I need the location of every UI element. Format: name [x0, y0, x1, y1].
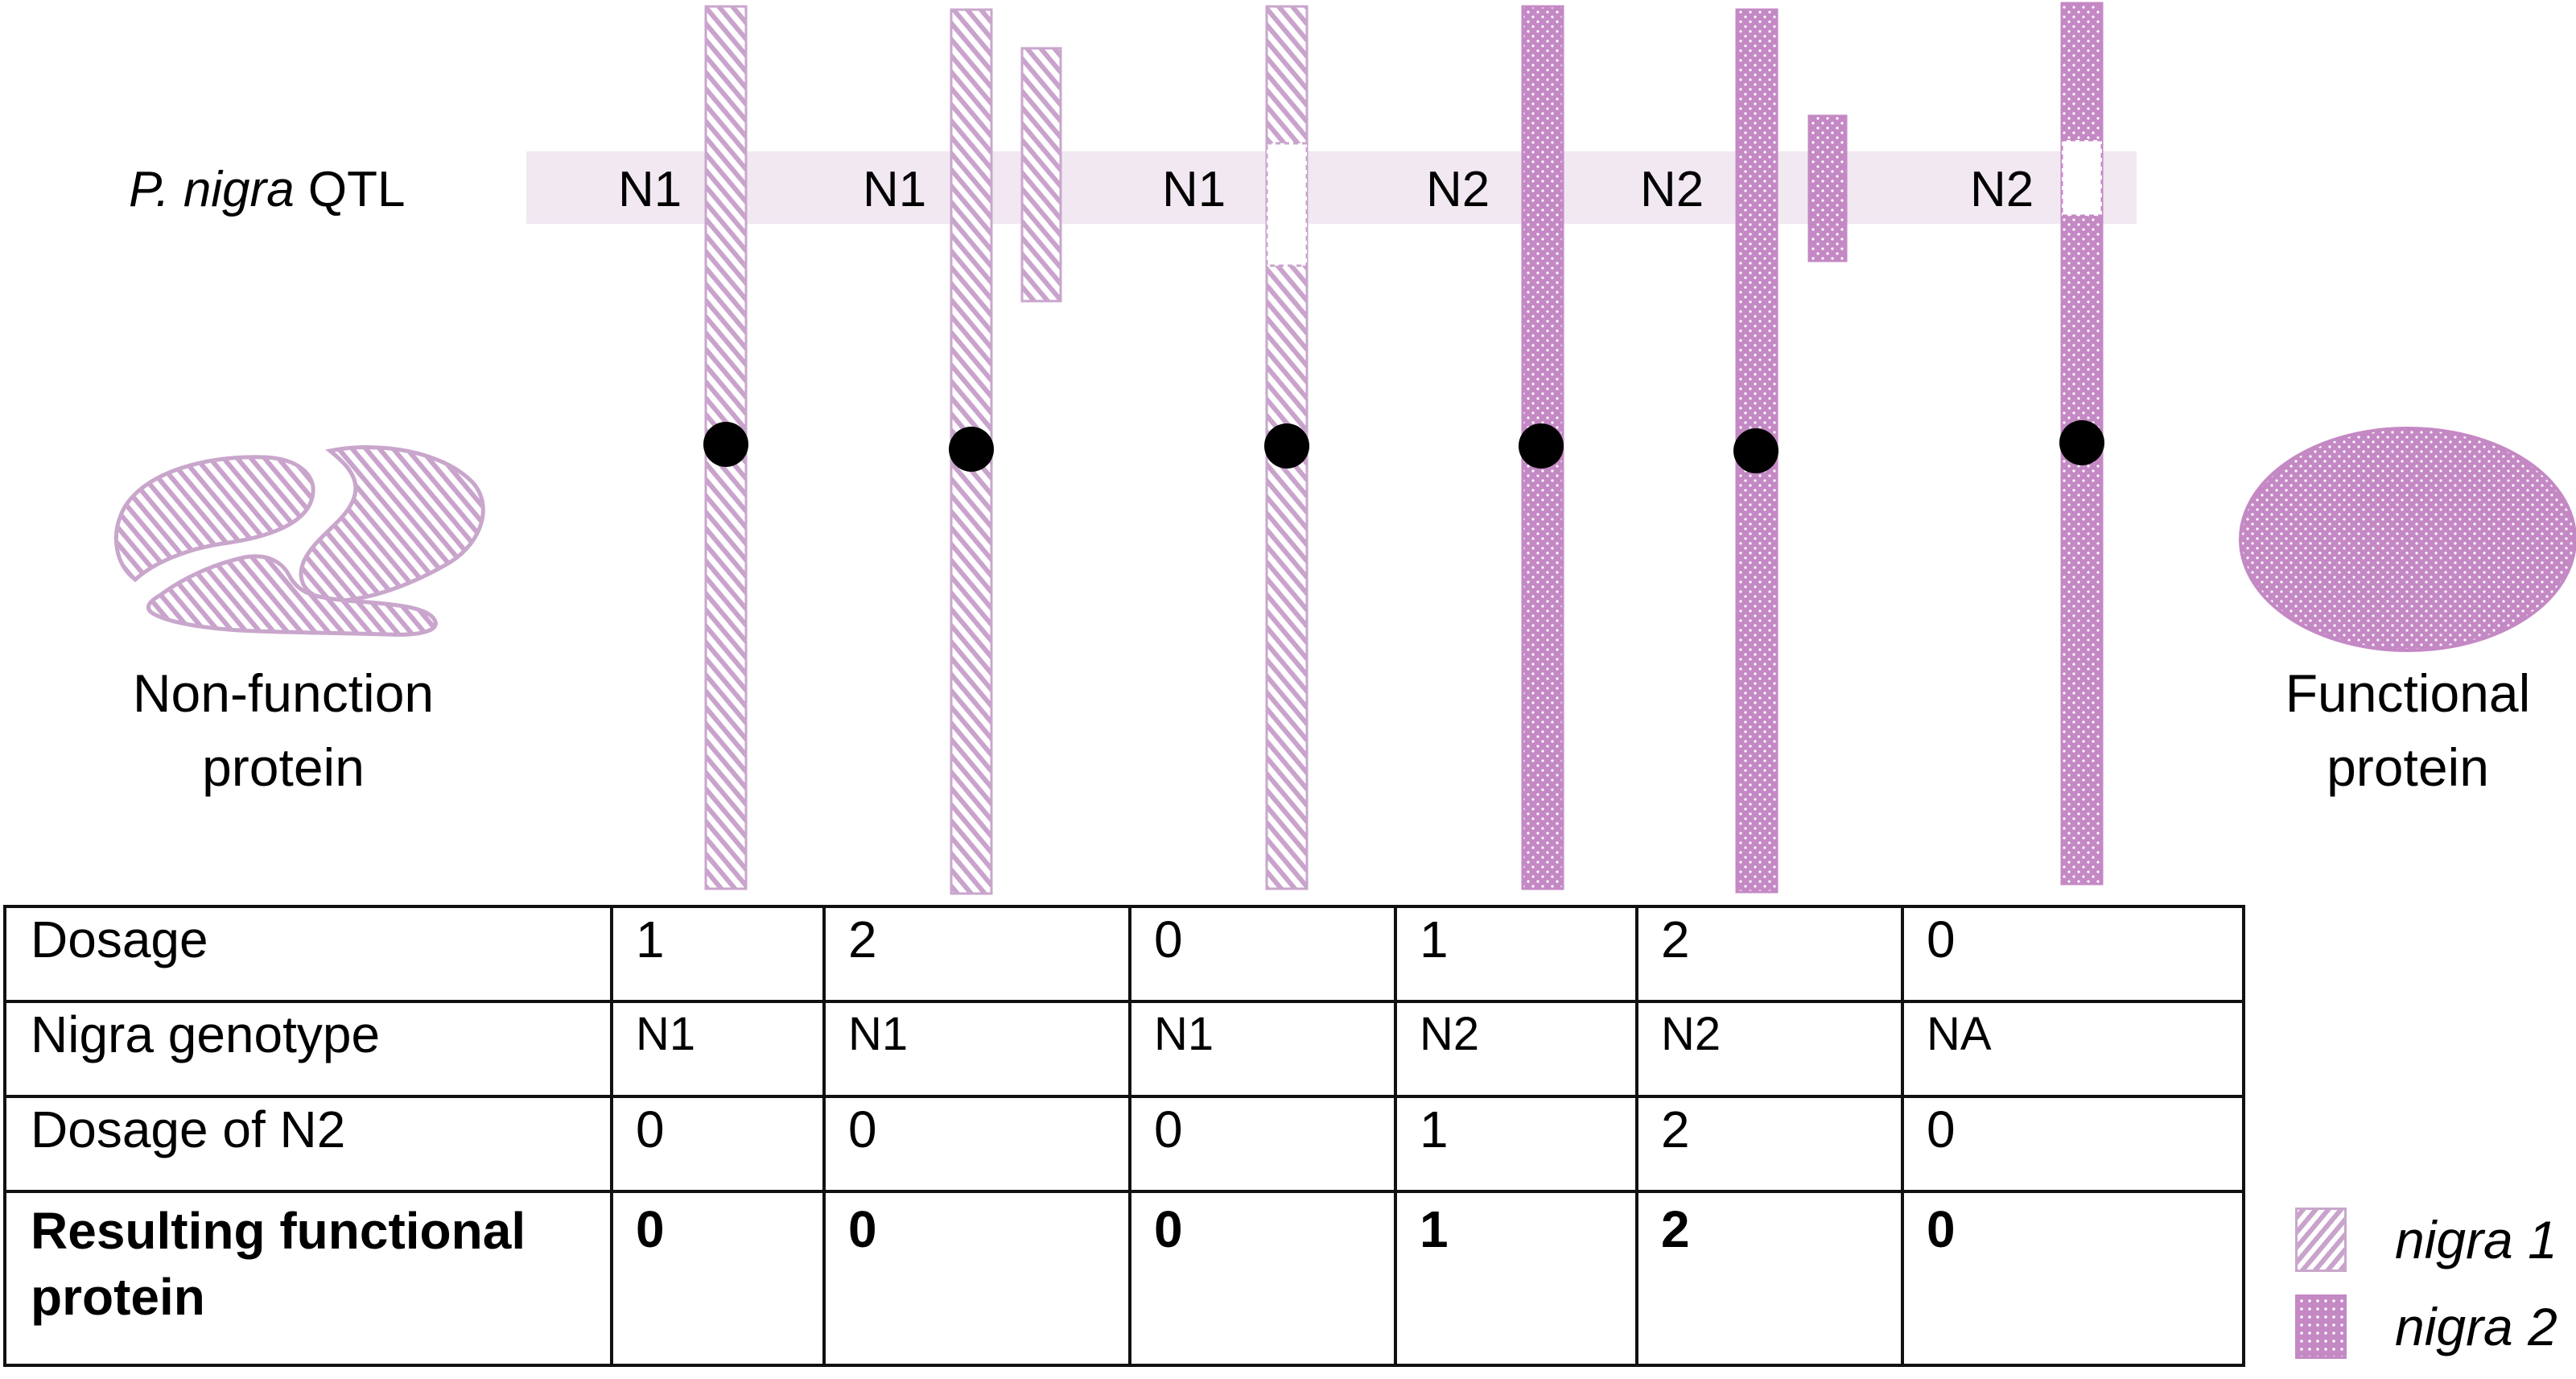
qtl-track-label-3: N1 — [1162, 162, 1226, 217]
non-functional-protein-label-line2: protein — [202, 737, 365, 797]
chromosome-6 — [2059, 2, 2104, 886]
functional-protein-icon — [2239, 427, 2576, 652]
table-cell: 0 — [1128, 905, 1397, 1003]
functional-protein-label-line2: protein — [2327, 737, 2489, 797]
qtl-track-label-4: N2 — [1426, 162, 1490, 217]
legend-label: nigra 1 — [2395, 1210, 2557, 1270]
chromosome-2 — [949, 8, 994, 895]
chromosome-1 — [703, 5, 748, 890]
row-label-line2: protein — [31, 1268, 205, 1326]
centromere — [2059, 420, 2104, 465]
table-cell: N1 — [822, 1000, 1131, 1098]
legend-label: nigra 2 — [2395, 1297, 2557, 1356]
qtl-label: P. nigra QTL — [129, 162, 406, 217]
row-label: Dosage — [3, 905, 613, 1003]
table-cell: 2 — [1635, 1095, 1904, 1193]
table-cell: 2 — [1635, 1190, 1904, 1367]
table-cell: 1 — [1394, 905, 1638, 1003]
chromosome-2-fragment — [1020, 47, 1062, 303]
dotted-swatch-icon — [2295, 1294, 2347, 1359]
chromosome-4 — [1519, 5, 1564, 890]
table-cell: 1 — [610, 905, 826, 1003]
table-row-resulting-functional-protein: Resulting functional protein 0 0 0 1 2 0 — [3, 1190, 2245, 1367]
chromosome-3 — [1264, 5, 1309, 890]
chromosome-5-fragment — [1807, 114, 1848, 262]
row-label: Nigra genotype — [3, 1000, 613, 1098]
table-cell: 2 — [822, 905, 1131, 1003]
centromere — [1733, 428, 1778, 473]
table-cell: 0 — [1901, 905, 2245, 1003]
table-cell: 0 — [610, 1190, 826, 1367]
dosage-table: Dosage 1 2 0 1 2 0 Nigra genotype N1 N1 … — [3, 905, 2245, 1367]
functional-protein-label-line1: Functional — [2285, 663, 2531, 723]
table-row-nigra-genotype: Nigra genotype N1 N1 N1 N2 N2 NA — [3, 1000, 2245, 1098]
row-label: Resulting functional protein — [3, 1190, 613, 1367]
table-cell: N1 — [1128, 1000, 1397, 1098]
hatched-swatch-icon — [2295, 1208, 2347, 1272]
qtl-track-label-5: N2 — [1640, 162, 1704, 217]
table-cell: N2 — [1394, 1000, 1638, 1098]
qtl-deletion-gap — [1265, 142, 1309, 267]
table-row-dosage: Dosage 1 2 0 1 2 0 — [3, 905, 2245, 1003]
qtl-band — [526, 151, 2137, 224]
table-cell: 0 — [822, 1190, 1131, 1367]
qtl-track-label-1: N1 — [618, 162, 682, 217]
table-cell: 0 — [1128, 1190, 1397, 1367]
centromere — [1264, 423, 1309, 469]
centromere — [703, 422, 748, 467]
table-cell: 0 — [1901, 1190, 2245, 1367]
row-label-line1: Resulting functional — [31, 1202, 526, 1260]
chromosome-5 — [1733, 8, 1778, 894]
row-label: Dosage of N2 — [3, 1095, 613, 1193]
table-cell: 0 — [822, 1095, 1131, 1193]
table-cell: 0 — [1128, 1095, 1397, 1193]
table-row-dosage-of-n2: Dosage of N2 0 0 0 1 2 0 — [3, 1095, 2245, 1193]
legend-item-nigra1: nigra 1 — [2295, 1208, 2557, 1272]
legend-item-nigra2: nigra 2 — [2295, 1294, 2557, 1359]
table-cell: 1 — [1394, 1095, 1638, 1193]
centromere — [1519, 423, 1564, 469]
table-cell: 1 — [1394, 1190, 1638, 1367]
table-cell: N2 — [1635, 1000, 1904, 1098]
centromere — [949, 427, 994, 472]
qtl-deletion-gap — [2060, 138, 2104, 217]
table-cell: 0 — [1901, 1095, 2245, 1193]
qtl-track-label-2: N1 — [863, 162, 926, 217]
non-functional-protein-label-line1: Non-function — [133, 663, 434, 723]
table-cell: N1 — [610, 1000, 826, 1098]
table-cell: 2 — [1635, 905, 1904, 1003]
table-cell: NA — [1901, 1000, 2245, 1098]
qtl-track-label-6: N2 — [1970, 162, 2034, 217]
table-cell: 0 — [610, 1095, 826, 1193]
non-functional-protein-icon — [114, 445, 485, 637]
